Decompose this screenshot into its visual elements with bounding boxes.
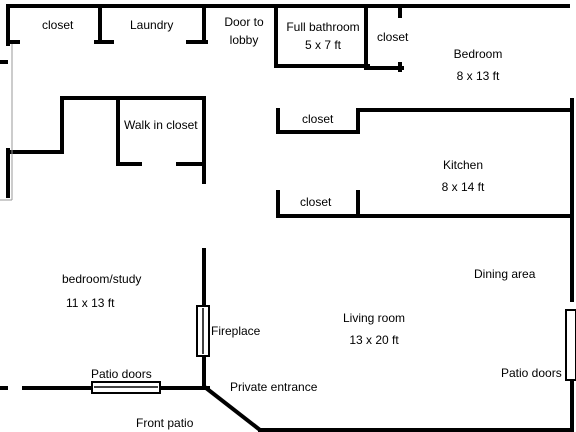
label-closet-mid-2: closet [300,195,332,209]
label-front-patio: Front patio [136,416,194,430]
label-closet-top-left: closet [42,18,74,32]
label-patio-doors-left: Patio doors [91,367,152,381]
label-bedroom-study-size: 11 x 13 ft [66,296,115,310]
label-private-entrance: Private entrance [230,380,318,394]
label-bedroom-study: bedroom/study [62,272,142,286]
label-closet-top-right: closet [377,30,409,44]
patio-doors-right-shape [565,309,576,381]
label-full-bathroom: Full bathroom 5 x 7 ft [286,20,360,52]
label-fireplace: Fireplace [211,324,261,338]
label-laundry: Laundry [130,18,174,32]
label-door-to-lobby: Door to lobby [224,15,264,47]
label-bedroom: Bedroom 8 x 13 ft [453,47,503,83]
label-kitchen: Kitchen 8 x 14 ft [441,158,485,194]
label-living-room: Living room 13 x 20 ft [342,311,406,347]
label-closet-mid-1: closet [302,112,334,126]
walls [0,4,574,432]
label-dining-area: Dining area [474,267,536,281]
label-patio-doors-right: Patio doors [501,366,562,380]
label-walk-in-closet: Walk in closet [124,118,198,132]
